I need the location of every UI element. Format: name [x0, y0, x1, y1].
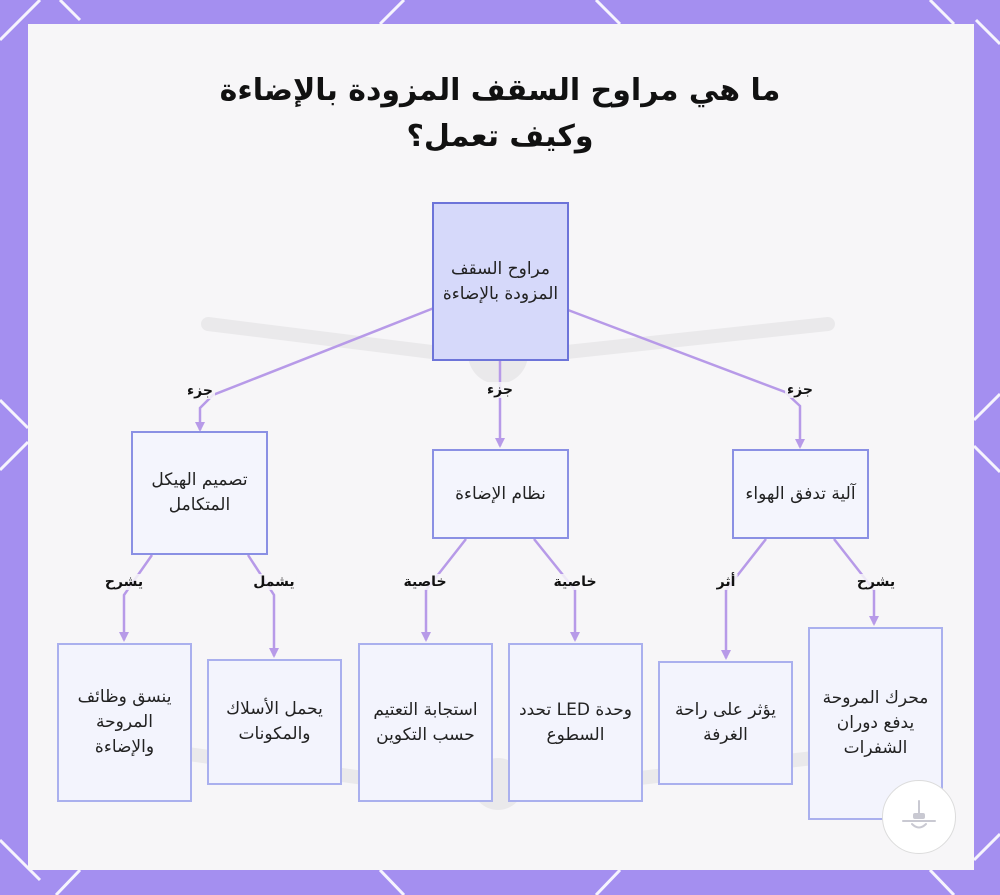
node-airflow: آلية تدفق الهواء: [732, 449, 869, 539]
edge-label-affects: أثر: [714, 574, 738, 590]
node-lighting: نظام الإضاءة: [432, 449, 569, 539]
edge-label-part-2: جزء: [485, 382, 515, 398]
node-structure: تصميم الهيكل المتكامل: [131, 431, 268, 555]
edge-label-property-2: خاصية: [551, 574, 599, 590]
edge-label-part-1: جزء: [185, 383, 215, 399]
node-led: وحدة LED تحدد السطوع: [508, 643, 643, 802]
edge-lighting-led: [533, 538, 580, 642]
edge-structure-wires: [246, 554, 279, 658]
edge-structure-coordinates: [119, 554, 154, 642]
page-title: ما هي مراوح السقف المزودة بالإضاءة وكيف …: [219, 73, 781, 154]
edge-root-structure: [195, 306, 435, 432]
node-coordinates: ينسق وظائف المروحة والإضاءة: [57, 643, 192, 802]
node-dimming: استجابة التعتيم حسب التكوين: [358, 643, 493, 802]
node-root: مراوح السقف المزودة بالإضاءة: [432, 202, 569, 361]
edge-label-property-1: خاصية: [401, 574, 449, 590]
edge-root-airflow: [567, 308, 805, 449]
node-wires: يحمل الأسلاك والمكونات: [207, 659, 342, 785]
edge-label-explains-1: يشرح: [102, 574, 146, 590]
edge-label-includes: يشمل: [251, 574, 297, 590]
edge-label-explains-2: يشرح: [854, 574, 898, 590]
edge-label-part-3: جزء: [785, 382, 815, 398]
edge-airflow-motor: [833, 538, 879, 626]
node-comfort: يؤثر على راحة الغرفة: [658, 661, 793, 785]
edge-lighting-dimming: [421, 538, 467, 642]
edge-airflow-comfort: [721, 538, 767, 660]
ceiling-fan-logo-icon: [882, 780, 956, 854]
